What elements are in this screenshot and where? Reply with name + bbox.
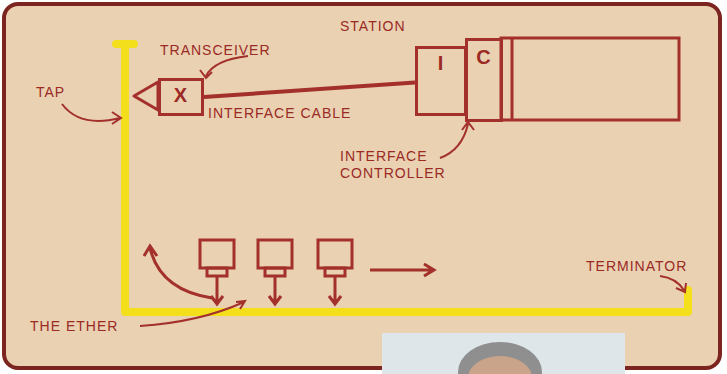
tap-symbol bbox=[134, 82, 158, 110]
annotation-label: THE ETHER bbox=[30, 318, 118, 335]
ether-cable bbox=[116, 44, 688, 312]
leader-lines bbox=[62, 56, 686, 326]
portrait-photo bbox=[382, 333, 625, 374]
box-letter: C bbox=[468, 49, 500, 66]
annotation-label: TERMINATOR bbox=[586, 258, 687, 275]
annotation-label: TRANSCEIVER bbox=[160, 42, 271, 59]
box-letter: X bbox=[161, 87, 201, 104]
frame bbox=[4, 4, 720, 368]
annotation-label: STATION bbox=[340, 18, 406, 35]
edge-label: INTERFACE CABLE bbox=[208, 105, 351, 122]
annotation-label: TAP bbox=[36, 84, 65, 101]
stations-group bbox=[144, 240, 434, 304]
annotation-label: INTERFACE CONTROLLER bbox=[340, 148, 460, 182]
component-box: C bbox=[465, 38, 503, 122]
station-box bbox=[501, 38, 679, 120]
cable-line bbox=[204, 83, 415, 97]
interface-cable bbox=[204, 83, 415, 97]
station-edge bbox=[511, 38, 514, 120]
component-box: I bbox=[415, 46, 467, 116]
box-letter: I bbox=[418, 55, 464, 72]
component-box: X bbox=[158, 78, 204, 116]
